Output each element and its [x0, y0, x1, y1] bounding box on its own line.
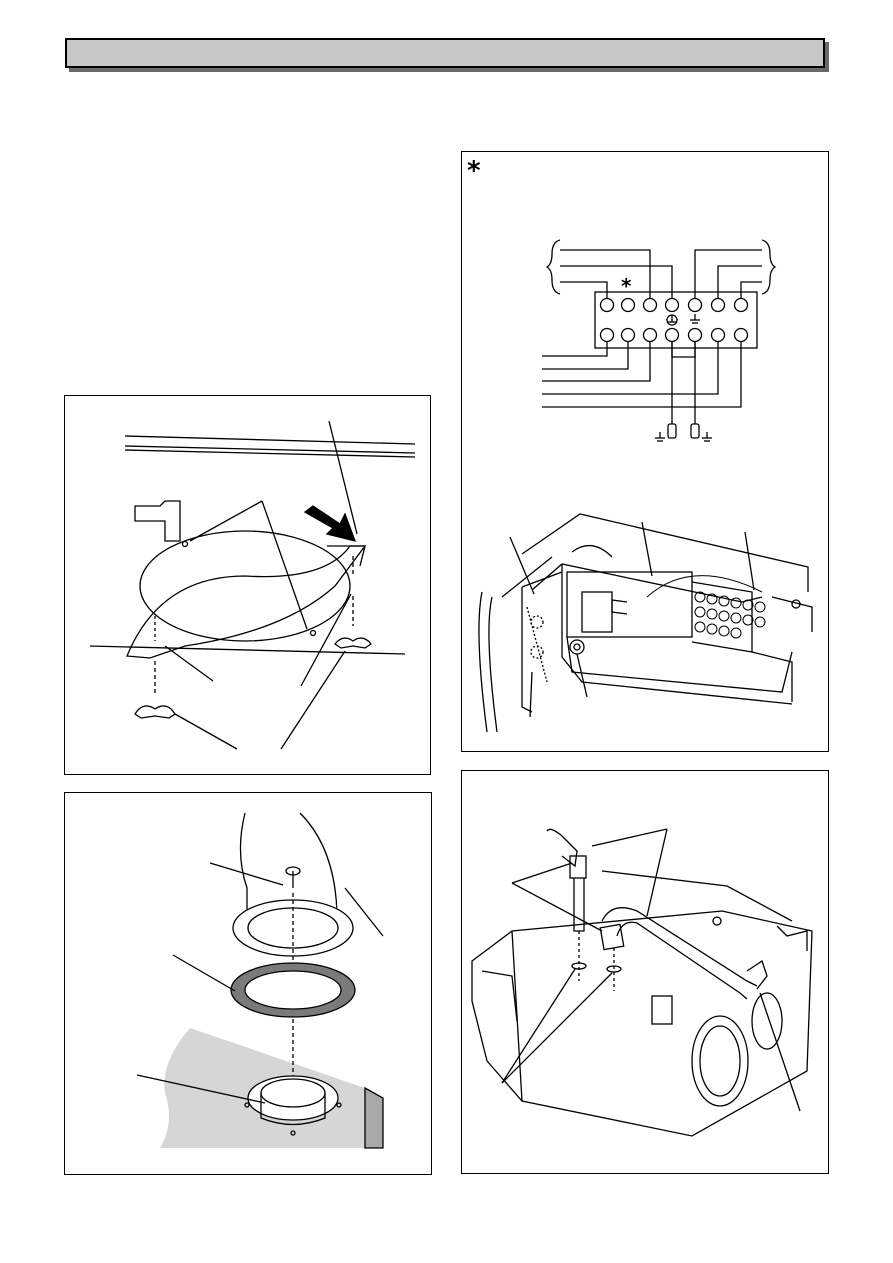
mounting-panel: [64, 395, 431, 775]
section-header-bar: [65, 38, 825, 68]
wiring-panel: * *: [461, 151, 829, 752]
pump-panel: [461, 770, 829, 1174]
wiring-diagram-drawing: [478, 239, 813, 733]
control-box-illustration: [478, 513, 813, 733]
flue-panel: [64, 792, 432, 1175]
pump-drawing: [471, 828, 813, 1137]
wiring-panel-star-marker: *: [467, 156, 481, 186]
terminal-star-marker: *: [621, 274, 632, 298]
flue-drawing: [136, 812, 384, 1149]
terminal-top-row: [599, 297, 749, 313]
mounting-drawing: [89, 420, 416, 750]
terminal-bottom-row: [599, 327, 749, 343]
